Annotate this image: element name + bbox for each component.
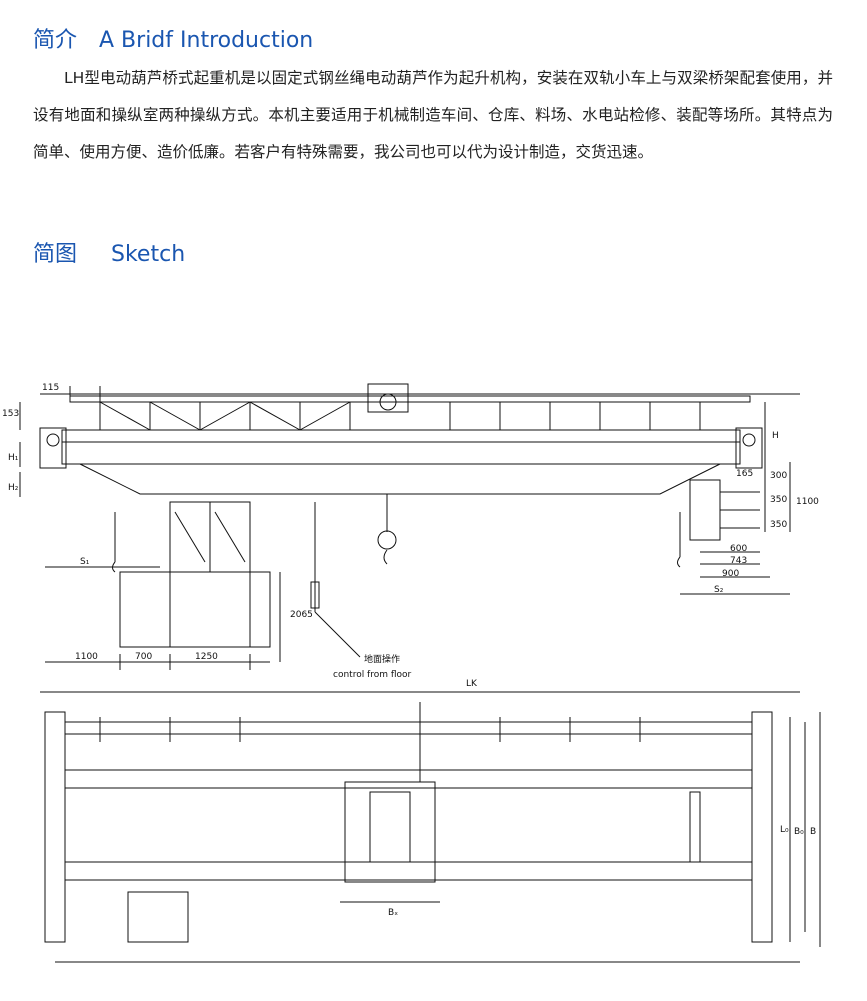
dim-l0: L₀ xyxy=(780,825,789,835)
end-carriage-right xyxy=(735,427,763,469)
dim-h2: H₂ xyxy=(8,483,19,493)
dim-743: 743 xyxy=(730,556,747,566)
dim-bx: Bₓ xyxy=(388,908,398,918)
dim-700: 700 xyxy=(135,652,152,662)
dim-s1: S₁ xyxy=(80,557,90,567)
dim-1100: 1100 xyxy=(75,652,98,662)
cab-base xyxy=(119,571,271,648)
dim-165: 165 xyxy=(736,469,753,479)
hook-icon xyxy=(377,494,397,565)
dim-h: H xyxy=(772,431,779,441)
walkway-top xyxy=(64,721,753,735)
trolley-wheel xyxy=(379,393,397,411)
sketch-heading: 简图 Sketch xyxy=(33,236,185,268)
crane-sketch-drawing: 115 153 H₁ H₂ H 165 300 350 350 1100 600… xyxy=(2,383,821,963)
plan-view xyxy=(44,702,821,963)
girder-plan-2 xyxy=(64,861,753,881)
intro-heading-en: A Bridf Introduction xyxy=(99,28,314,53)
intro-heading-cn: 简介 xyxy=(33,28,78,53)
dim-900: 900 xyxy=(722,569,739,579)
trolley-plan xyxy=(344,781,436,883)
cab-plan xyxy=(127,891,189,943)
top-rail xyxy=(69,395,751,403)
dim-h1: H₁ xyxy=(8,453,19,463)
dim-153: 153 xyxy=(2,409,19,419)
dim-s2: S₂ xyxy=(714,585,724,595)
elevation-view xyxy=(19,383,800,693)
dim-115: 115 xyxy=(42,383,59,393)
truss-members xyxy=(99,401,701,431)
sketch-heading-cn: 简图 xyxy=(33,242,78,267)
hook-icon-right xyxy=(677,556,681,568)
dimension-labels: 115 153 H₁ H₂ H 165 300 350 350 1100 600… xyxy=(2,383,819,918)
dim-2065: 2065 xyxy=(290,610,313,620)
dim-b: B xyxy=(810,827,816,837)
end-truck-right xyxy=(751,711,773,943)
trolley-hoist xyxy=(367,383,409,413)
dim-b0: B₀ xyxy=(794,827,804,837)
rail-detail xyxy=(689,479,721,541)
dim-1250: 1250 xyxy=(195,652,218,662)
girder-bottom xyxy=(79,463,721,495)
end-carriage-left xyxy=(39,427,67,469)
floor-control-en: control from floor xyxy=(333,670,412,680)
sketch-heading-en: Sketch xyxy=(111,242,186,267)
dim-350a: 350 xyxy=(770,495,787,505)
floor-control-cn: 地面操作 xyxy=(364,653,400,665)
intro-paragraph-block: LH型电动葫芦桥式起重机是以固定式钢丝绳电动葫芦作为起升机构，安装在双轨小车上与… xyxy=(33,60,833,171)
dim-600: 600 xyxy=(730,544,747,554)
main-girder xyxy=(61,429,741,465)
pendant-control xyxy=(310,581,320,609)
intro-heading: 简介 A Bridf Introduction xyxy=(33,22,313,54)
dim-1100-right: 1100 xyxy=(796,497,819,507)
dim-300: 300 xyxy=(770,471,787,481)
dim-350b: 350 xyxy=(770,520,787,530)
girder-plan-1 xyxy=(64,769,753,789)
intro-paragraph: LH型电动葫芦桥式起重机是以固定式钢丝绳电动葫芦作为起升机构，安装在双轨小车上与… xyxy=(33,69,833,161)
end-truck-left xyxy=(44,711,66,943)
dim-lk: LK xyxy=(466,679,478,689)
